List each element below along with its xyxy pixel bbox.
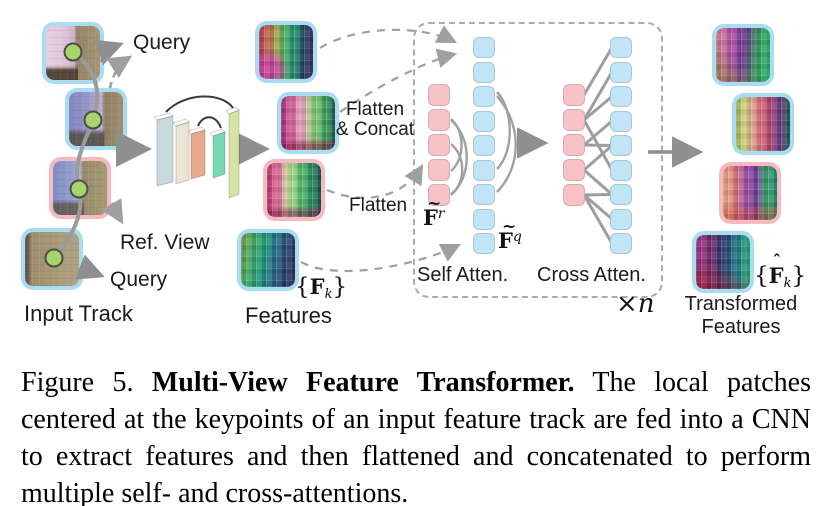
flatten-label: Flatten xyxy=(349,195,408,216)
query-token xyxy=(473,233,495,254)
query-token xyxy=(610,208,632,230)
query-label-top: Query xyxy=(133,31,191,54)
ref-token xyxy=(563,84,585,106)
cnn-layer-slab-top xyxy=(172,118,190,127)
input-track-label: Input Track xyxy=(24,301,133,326)
cnn-layer-slab xyxy=(156,115,174,187)
ref-token xyxy=(563,134,585,156)
self-attention-label: Self Atten. xyxy=(417,264,509,286)
feature-map-gradient xyxy=(241,233,295,287)
query-token xyxy=(473,184,495,205)
ref-token xyxy=(563,184,585,206)
feature-map-gradient xyxy=(259,25,313,79)
query-token xyxy=(610,184,632,205)
cnn-layer-slab-top xyxy=(225,106,240,115)
ref-token xyxy=(563,109,585,131)
figure-caption: Figure 5. Multi-View Feature Transformer… xyxy=(21,364,811,506)
cross-attention-label: Cross Atten. xyxy=(537,264,646,286)
feature-set-symbol: {Fk} xyxy=(295,274,348,302)
input-patch-query-3 xyxy=(21,228,83,290)
query-token xyxy=(610,86,632,107)
ref-view-arrow xyxy=(101,198,124,225)
feature-map-gradient xyxy=(696,235,750,289)
cnn-layer-slab xyxy=(175,121,190,185)
repeat-n-times-symbol: ×n xyxy=(616,289,655,319)
transformed-feature-reference xyxy=(719,162,781,224)
transformed-features-label: Transformed Features xyxy=(684,293,798,338)
feature-map-gradient xyxy=(267,163,321,217)
query-token xyxy=(473,208,495,230)
ref-token xyxy=(428,84,450,106)
feature-map-gradient xyxy=(281,96,335,150)
input-patch-query-2 xyxy=(65,88,127,150)
cnn-layer-slab xyxy=(190,129,206,180)
feature-map-gradient xyxy=(736,97,790,151)
query-token xyxy=(473,61,495,83)
patch-image xyxy=(46,26,100,80)
query-tokens-symbol: ~Fq xyxy=(498,217,522,253)
feature-map-gradient xyxy=(716,28,770,82)
feature-map-1 xyxy=(255,21,317,83)
caption-title: Multi-View Feature Transformer. xyxy=(151,367,575,398)
query-arrow-top-dashed xyxy=(106,55,133,89)
feature-map-gradient xyxy=(723,166,777,220)
self-attention-ref-column xyxy=(428,84,450,206)
feature-map-reference xyxy=(263,159,325,221)
ref-token xyxy=(563,159,585,181)
flatten-curve-ref xyxy=(326,164,424,199)
features-label: Features xyxy=(245,303,332,328)
query-token xyxy=(473,135,495,156)
query-token xyxy=(610,61,632,83)
caption-figure-number: Figure 5. xyxy=(21,367,134,398)
transformed-feature-1 xyxy=(712,24,774,86)
cross-attention-query-column xyxy=(610,37,632,254)
input-patch-query-1 xyxy=(42,22,104,84)
ref-tokens-symbol: ~Fr xyxy=(423,194,445,230)
cnn-skip-connection-long xyxy=(165,95,234,113)
ref-token xyxy=(428,184,450,206)
patch-image xyxy=(25,232,79,286)
cnn-layer-slab xyxy=(212,131,226,179)
cnn-layer-slab xyxy=(228,109,240,199)
query-token xyxy=(610,159,632,181)
cross-attention-ref-column xyxy=(563,84,585,206)
ref-view-label: Ref. View xyxy=(120,231,210,254)
query-token xyxy=(610,135,632,156)
ref-token xyxy=(428,159,450,181)
query-token xyxy=(610,110,632,132)
cnn-layer-slab-top xyxy=(153,112,174,121)
flatten-concat-label: Flatten & Concat xyxy=(335,99,415,140)
patch-image xyxy=(53,161,107,215)
query-arrow-bottom xyxy=(74,254,105,280)
self-attention-query-column xyxy=(473,37,495,254)
query-label-bottom: Query xyxy=(110,268,168,291)
ref-token xyxy=(428,109,450,131)
cnn-layer-slab-top xyxy=(187,126,206,135)
cnn-skip-connection-short xyxy=(197,116,222,129)
transformed-feature-2 xyxy=(732,93,794,155)
patch-image xyxy=(69,92,123,146)
query-token xyxy=(473,110,495,132)
query-token xyxy=(473,37,495,58)
ref-token xyxy=(428,134,450,156)
query-token xyxy=(610,37,632,58)
cnn-layer-slab-top xyxy=(209,128,226,137)
caption-body: The local patches centered at the keypoi… xyxy=(21,367,812,506)
attention-module-dashed-box xyxy=(413,22,663,298)
query-token xyxy=(610,233,632,254)
query-token xyxy=(473,159,495,181)
query-arrow-top-solid xyxy=(93,39,124,66)
feature-map-2 xyxy=(277,92,339,154)
query-token xyxy=(473,86,495,107)
feature-map-4 xyxy=(237,229,299,291)
transformed-feature-4 xyxy=(692,231,754,293)
cnn-icon xyxy=(153,106,240,199)
input-patch-reference xyxy=(49,157,111,219)
